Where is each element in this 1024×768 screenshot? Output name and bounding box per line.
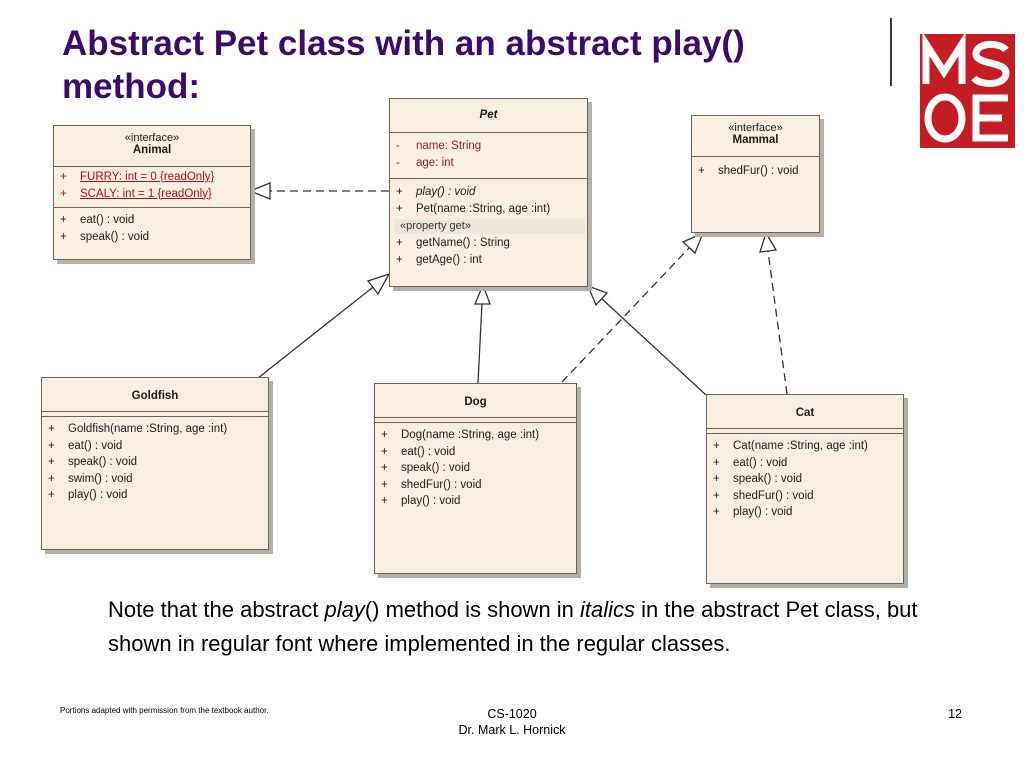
dog-operation-row: +speak() : void [381, 462, 471, 475]
cat-operation-row: +play() : void [713, 506, 793, 519]
mammal-stereotype: «interface» [728, 122, 783, 134]
pet-attribute-row: -name: String [396, 140, 482, 152]
pet-attributes: -name: String -age: int [390, 133, 587, 180]
goldfish-class-box: Goldfish +Goldfish(name :String, age :in… [41, 377, 269, 550]
dog-name: Dog [464, 396, 487, 408]
pet-operations: +play() : void +Pet(name :String, age :i… [390, 179, 587, 271]
mammal-interface-box: «interface» Mammal +shedFur() : void [691, 115, 820, 233]
pet-name: Pet [479, 109, 498, 121]
explanatory-note: Note that the abstract play() method is … [108, 593, 968, 661]
dog-attributes [375, 418, 576, 423]
note-emphasis-play: play [324, 597, 365, 622]
goldfish-operation-row: +play() : void [48, 489, 128, 502]
slide-title: Abstract Pet class with an abstract play… [62, 24, 745, 106]
mammal-header: «interface» Mammal [692, 116, 819, 157]
dog-mammal-realization [561, 246, 691, 383]
animal-stereotype: «interface» [124, 132, 180, 144]
goldfish-operation-row: +swim() : void [48, 472, 133, 485]
pet-class-box: Pet -name: String -age: int +play() : vo… [389, 98, 588, 287]
cat-operation-row: +Cat(name :String, age :int) [713, 440, 868, 452]
animal-header: «interface» Animal [54, 126, 250, 167]
animal-attributes: +FURRY: int = 0 {readOnly} +SCALY: int =… [54, 167, 250, 209]
note-text: Note that the abstract [108, 597, 325, 622]
dog-pet-generalization [477, 302, 483, 384]
goldfish-operation-row: +speak() : void [48, 456, 138, 469]
header-divider [890, 18, 892, 86]
mammal-name: Mammal [732, 134, 779, 146]
goldfish-operations: +Goldfish(name :String, age :int) +eat()… [42, 417, 268, 508]
footer-attribution: Portions adapted with permission from th… [60, 706, 269, 715]
cat-class-box: Cat +Cat(name :String, age :int) +eat() … [706, 394, 904, 584]
note-text: in the abstract Pet class, but shown in … [108, 597, 918, 656]
animal-operation-row: +speak() : void [60, 230, 150, 243]
page-number: 12 [948, 707, 962, 721]
dog-operation-row: +Dog(name :String, age :int) [381, 429, 540, 441]
goldfish-name: Goldfish [131, 390, 179, 402]
animal-operation-row: +eat() : void [60, 214, 135, 227]
animal-name: Animal [132, 144, 172, 156]
mammal-realization-arrowhead-dog [681, 231, 705, 255]
footer-course: CS-1020 [487, 707, 537, 721]
cat-header: Cat [707, 395, 903, 429]
cat-operation-row: +speak() : void [713, 473, 803, 486]
goldfish-operation-row: +eat() : void [48, 439, 123, 452]
cat-operation-row: +eat() : void [713, 456, 788, 469]
goldfish-header: Goldfish [42, 378, 268, 412]
pet-abstract-play-row: +play() : void [396, 186, 476, 199]
cat-pet-generalization [600, 297, 707, 396]
pet-getter-row: +getName() : String [396, 237, 510, 250]
dog-operation-row: +shedFur() : void [381, 478, 482, 491]
cat-operation-row: +shedFur() : void [713, 489, 814, 502]
mammal-operation-row: +shedFur() : void [698, 165, 799, 177]
cat-attributes [707, 429, 903, 434]
animal-interface-box: «interface» Animal +FURRY: int = 0 {read… [53, 125, 251, 260]
animal-attribute-row: +SCALY: int = 1 {readOnly} [60, 187, 212, 200]
mammal-realization-arrowhead-cat [759, 231, 778, 253]
cat-name: Cat [795, 407, 815, 419]
dog-operation-row: +eat() : void [381, 445, 456, 458]
footer-course-info: CS-1020 Dr. Mark L. Hornick [412, 706, 612, 738]
note-emphasis-italics: italics [580, 597, 636, 622]
pet-property-get-label: «property get» [394, 219, 585, 235]
cat-operations: +Cat(name :String, age :int) +eat() : vo… [707, 434, 903, 525]
note-text: () method is shown in [364, 597, 581, 622]
goldfish-pet-generalization [257, 283, 378, 379]
footer-author: Dr. Mark L. Hornick [458, 723, 566, 737]
animal-realization-arrowhead [248, 182, 271, 200]
pet-header: Pet [390, 99, 587, 133]
dog-header: Dog [375, 384, 576, 418]
pet-getter-row: +getAge() : int [396, 253, 482, 266]
goldfish-generalization-arrowhead [366, 272, 391, 296]
animal-attribute-row: +FURRY: int = 0 {readOnly} [60, 171, 215, 183]
msoe-logo [920, 34, 1015, 148]
dog-operation-row: +play() : void [381, 495, 461, 508]
animal-operations: +eat() : void +speak() : void [54, 208, 250, 249]
pet-attribute-row: -age: int [396, 156, 454, 169]
dog-generalization-arrowhead [474, 283, 491, 305]
goldfish-operation-row: +Goldfish(name :String, age :int) [48, 423, 228, 435]
dog-operations: +Dog(name :String, age :int) +eat() : vo… [375, 423, 576, 514]
mammal-operations: +shedFur() : void [692, 157, 819, 184]
goldfish-attributes [42, 412, 268, 417]
cat-generalization-arrowhead [586, 284, 609, 307]
pet-operation-row: +Pet(name :String, age :int) [396, 202, 551, 215]
dog-class-box: Dog +Dog(name :String, age :int) +eat() … [374, 383, 577, 574]
cat-mammal-realization [767, 250, 788, 395]
